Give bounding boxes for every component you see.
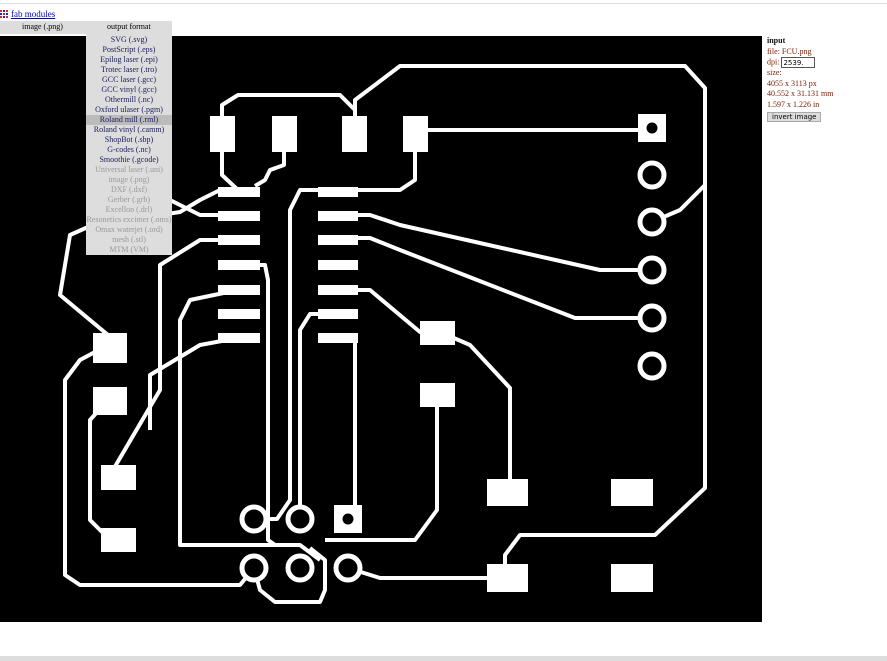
size-label: size: <box>767 68 782 77</box>
file-name: FCU.png <box>781 46 812 56</box>
menu-item[interactable]: Epilog laser (.epi) <box>100 55 158 64</box>
menu-item[interactable]: SVG (.svg) <box>110 35 148 44</box>
panel-title: input <box>767 36 786 45</box>
fab-logo-icon <box>0 9 9 19</box>
file-label: file: <box>767 46 780 56</box>
menu-item[interactable]: Trotec laser (.tro) <box>101 65 157 74</box>
dpi-label: dpi: <box>767 57 780 67</box>
menu-item: Omax waterjet (.ord) <box>95 225 163 234</box>
fab-modules-link[interactable]: fab modules <box>11 9 56 19</box>
size-mm: 40.552 x 31.131 mm <box>767 89 834 98</box>
invert-image-button[interactable]: invert image <box>767 112 822 122</box>
size-px: 4055 x 3113 px <box>767 78 817 88</box>
menu-item: DXF (.dxf) <box>111 185 147 194</box>
menu-item[interactable]: ShopBot (.sbp) <box>104 135 154 144</box>
menu-item: Gerber (.grb) <box>107 195 151 204</box>
input-format-select[interactable]: image (.png) <box>22 22 63 31</box>
menu-item[interactable]: GCC vinyl (.gcc) <box>101 85 157 94</box>
menu-item[interactable]: Smoothie (.gcode) <box>99 155 159 164</box>
menu-item[interactable]: Othermill (.nc) <box>105 95 153 104</box>
menu-item[interactable]: PostScript (.eps) <box>102 45 156 54</box>
menu-item: image (.png) <box>108 175 150 184</box>
output-format-menu: SVG (.svg)PostScript (.eps)Epilog laser … <box>86 34 172 255</box>
horizontal-scrollbar[interactable] <box>0 656 887 661</box>
output-format-select[interactable]: output format <box>107 22 151 31</box>
menu-item: Resonetics excimer (.oms) <box>86 215 172 224</box>
top-divider <box>0 3 887 4</box>
menu-item: mesh (.stl) <box>112 235 146 244</box>
menu-item[interactable]: GCC laser (.gcc) <box>102 75 156 84</box>
menu-item: MTM (VM) <box>109 245 149 254</box>
size-in: 1.597 x 1.226 in <box>767 99 820 109</box>
menu-item[interactable]: Oxford ulaser (.pgm) <box>95 105 163 114</box>
menu-item[interactable]: G-codes (.nc) <box>107 145 151 154</box>
header: fab modules <box>0 9 55 19</box>
menu-item[interactable]: Roland vinyl (.camm) <box>93 125 165 134</box>
toolbar: image (.png) output format <box>0 21 172 34</box>
menu-item[interactable]: Roland mill (.rml) <box>86 115 172 125</box>
menu-item: Universal laser (.uni) <box>95 165 163 174</box>
input-panel: input file: FCU.png dpi: size: 4055 x 31… <box>767 36 833 123</box>
dpi-input[interactable] <box>781 57 816 68</box>
menu-item: Excellon (.drl) <box>105 205 153 214</box>
